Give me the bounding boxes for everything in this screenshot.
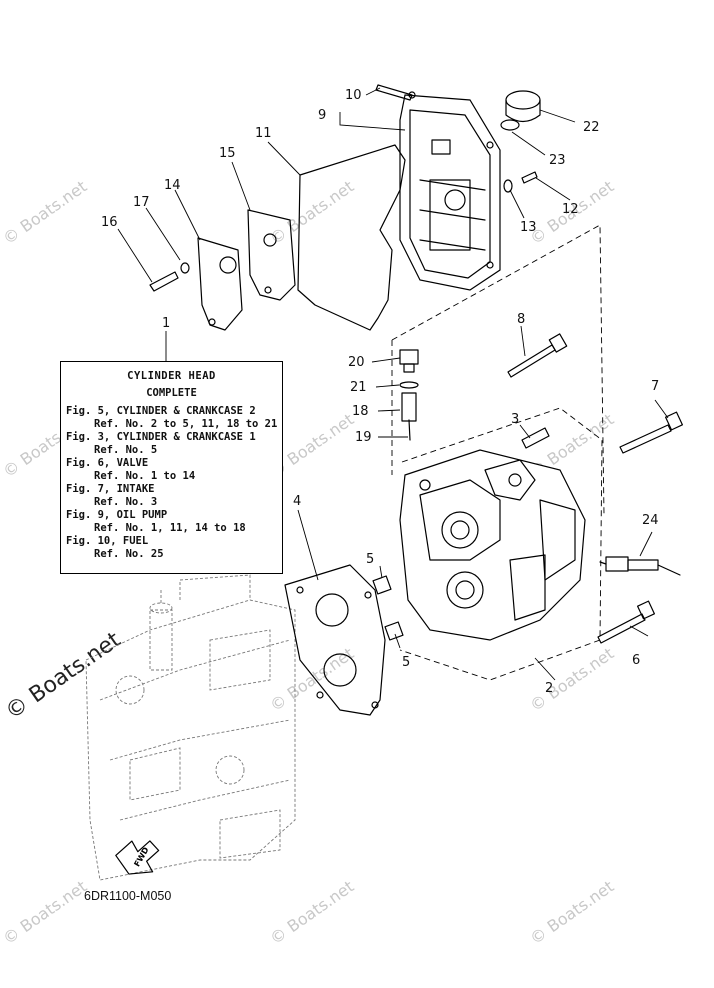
callout-10: 10 [345,88,362,103]
assembly-outline [391,224,605,681]
callout-5-lower: 5 [402,655,410,670]
diagram-code: 6DR1100-M050 [84,889,172,903]
callout-12: 12 [562,202,579,217]
legend-ref: Ref. No. 25 [94,548,164,560]
callout-15: 15 [219,146,236,161]
watermark: © Boats.net [0,177,90,249]
callout-22: 22 [583,120,600,135]
dowel-5-upper-drawing [372,575,392,595]
bolt-8-drawing [507,333,568,378]
callout-16: 16 [101,215,118,230]
items-18-21-drawing [399,349,419,441]
legend-box: CYLINDER HEAD COMPLETE Fig. 5, CYLINDER … [60,361,283,574]
callout-7: 7 [651,379,659,394]
head-gasket-drawing [284,564,386,716]
watermark: © Boats.net [526,877,617,949]
legend-fig: Fig. 9, OIL PUMP [66,509,168,521]
cover-gasket-drawing [297,144,406,331]
item-3-drawing [521,427,550,449]
fwd-arrow: FWD [115,840,160,875]
callout-24: 24 [642,513,659,528]
bolt-16-drawing [149,271,179,292]
bolt-12-drawing [521,171,538,184]
callout-21: 21 [350,380,367,395]
watermark: © Boats.net [266,877,357,949]
callout-2: 2 [545,681,553,696]
legend-fig: Fig. 3, CYLINDER & CRANKCASE 1 [66,431,256,443]
leader-lines [117,87,669,681]
legend-ref: Ref. No. 5 [94,444,158,456]
callout-13: 13 [520,220,537,235]
watermark: © Boats.net [266,177,357,249]
watermark: © Boats.net [0,877,90,949]
plate-14-drawing [197,237,243,331]
callout-18: 18 [352,404,369,419]
legend-ref: Ref. No. 3 [94,496,158,508]
legend-title: CYLINDER HEAD [127,370,216,382]
bolt-10-drawing [375,84,413,101]
callout-5-upper: 5 [366,552,374,567]
callout-14: 14 [164,178,181,193]
bolt-7-drawing [619,411,683,454]
washer-13-drawing [503,179,513,193]
watermark-large: © Boats.net [1,627,126,725]
legend-subtitle: COMPLETE [146,387,197,399]
legend-fig: Fig. 7, INTAKE [66,483,155,495]
callout-19: 19 [355,430,372,445]
callout-20: 20 [348,355,365,370]
callout-8: 8 [517,312,525,327]
callout-17: 17 [133,195,150,210]
callout-numbers: 1 2 3 4 5 5 6 7 8 9 10 11 12 13 14 15 16… [101,88,659,696]
legend-fig: Fig. 5, CYLINDER & CRANKCASE 2 [66,405,256,417]
legend-ref: Ref. No. 2 to 5, 11, 18 to 21 [94,418,278,430]
callout-23: 23 [549,153,566,168]
callout-1: 1 [162,316,170,331]
plate-15-drawing [247,209,296,301]
callout-3: 3 [511,412,519,427]
legend-ref: Ref. No. 1 to 14 [94,470,196,482]
legend-fig: Fig. 10, FUEL [66,535,149,547]
dowel-5-lower-drawing [384,621,404,641]
cylinder-head-cover-drawing [399,91,501,291]
callout-4: 4 [293,494,301,509]
callout-6: 6 [632,653,640,668]
washer-17-drawing [180,262,190,274]
watermark: © Boats.net [526,644,617,716]
oil-cap-drawing [500,90,541,131]
legend-fig: Fig. 6, VALVE [66,457,149,469]
callout-11: 11 [255,126,272,141]
callout-9: 9 [318,108,326,123]
cylinder-head-drawing [399,449,586,641]
spark-plug-drawing [599,556,681,576]
bolt-6-drawing [597,600,655,644]
crankcase-ghost-drawing [85,574,296,881]
legend-ref: Ref. No. 1, 11, 14 to 18 [94,522,246,534]
